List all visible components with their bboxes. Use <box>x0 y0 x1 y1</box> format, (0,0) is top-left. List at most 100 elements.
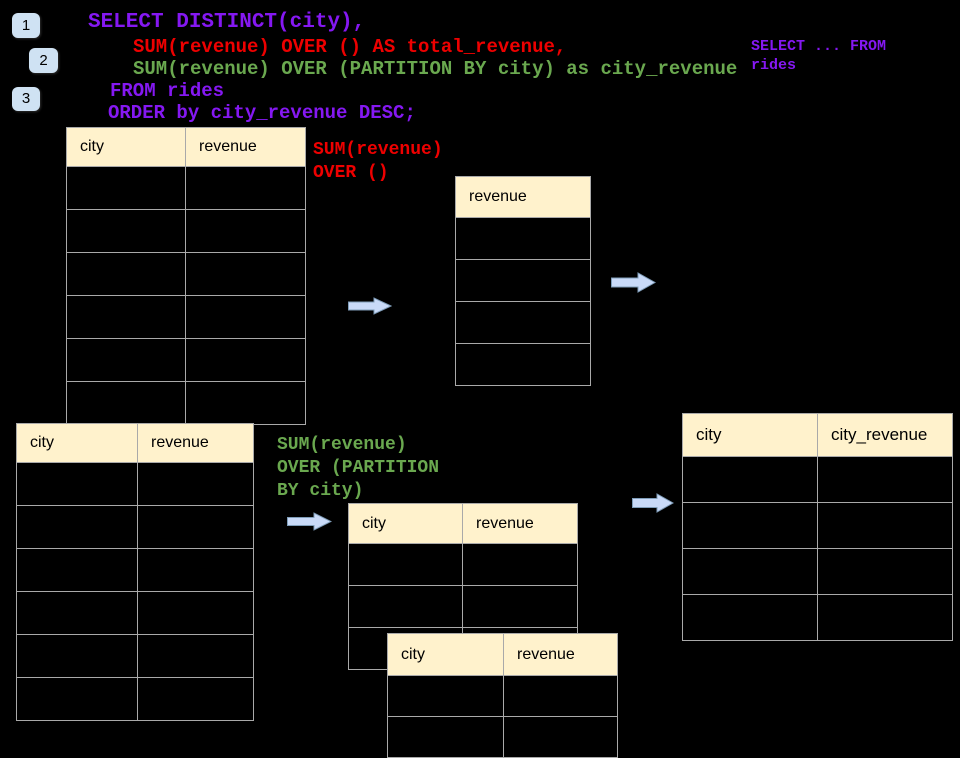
table-cell <box>185 381 306 425</box>
table-cell <box>66 295 186 339</box>
label-sum-over-partition: SUM(revenue) OVER (PARTITION BY city) <box>277 435 440 501</box>
label-sum-over-total: SUM(revenue) OVER () <box>313 140 443 183</box>
sql-line-city-revenue: SUM(revenue) OVER (PARTITION BY city) as… <box>133 58 738 80</box>
table-cell <box>16 505 138 549</box>
table-row <box>66 338 306 382</box>
sql-line-total-revenue: SUM(revenue) OVER () AS total_revenue, <box>133 36 567 58</box>
table-cell <box>682 456 818 503</box>
column-header-revenue: revenue <box>137 423 254 463</box>
table-row <box>66 381 306 425</box>
table-cell <box>185 295 306 339</box>
table-cell <box>455 217 591 260</box>
table-row <box>66 209 306 253</box>
column-header-city: city <box>66 127 186 167</box>
table-cell <box>185 252 306 296</box>
column-header-revenue: revenue <box>503 633 618 676</box>
arrow-right-icon <box>611 272 656 293</box>
table-cell <box>503 716 618 758</box>
table-cell <box>66 381 186 425</box>
arrow-right-icon <box>348 297 392 315</box>
slide-canvas: { "slide": { "badges": [ {"label": "1"},… <box>12 11 953 758</box>
sql-line-from: FROM rides <box>110 80 225 102</box>
table-row <box>455 343 591 386</box>
table-cell <box>682 594 818 641</box>
table-row <box>66 295 306 339</box>
column-header-city_revenue: city_revenue <box>817 413 953 457</box>
arrow-right-icon <box>632 493 674 513</box>
table-cell <box>185 209 306 253</box>
table-cell <box>16 548 138 592</box>
table-cell <box>137 548 254 592</box>
table-cell <box>66 166 186 210</box>
header-row: revenue <box>455 176 591 218</box>
table-total-revenue-result: revenue <box>455 176 591 386</box>
table-cell <box>455 343 591 386</box>
column-header-city: city <box>682 413 818 457</box>
arrow-right-icon <box>287 512 332 531</box>
table-row <box>348 543 578 586</box>
step-badge-2: 2 <box>29 48 58 73</box>
sql-line-order-by: ORDER by city_revenue DESC; <box>108 102 416 124</box>
table-row <box>455 217 591 260</box>
table-row <box>16 505 254 549</box>
table-row <box>66 166 306 210</box>
table-cell <box>137 591 254 635</box>
table-row <box>682 594 953 641</box>
table-cell <box>387 716 504 758</box>
table-row <box>455 259 591 302</box>
table-row <box>682 456 953 503</box>
step-badge-1: 1 <box>12 13 40 38</box>
table-row <box>387 675 618 717</box>
table-row <box>682 548 953 595</box>
table-cell <box>387 675 504 717</box>
step-badge-3: 3 <box>12 87 40 111</box>
table-cell <box>137 634 254 678</box>
column-header-revenue: revenue <box>185 127 306 167</box>
table-cell <box>66 209 186 253</box>
table-row <box>16 677 254 721</box>
column-header-revenue: revenue <box>455 176 591 218</box>
table-cell <box>455 301 591 344</box>
table-cell <box>817 548 953 595</box>
column-header-city: city <box>16 423 138 463</box>
table-row <box>16 634 254 678</box>
table-cell <box>16 591 138 635</box>
sql-line-select: SELECT DISTINCT(city), <box>88 11 366 34</box>
table-row <box>66 252 306 296</box>
table-cell <box>462 543 578 586</box>
table-cell <box>682 502 818 549</box>
table-cell <box>16 677 138 721</box>
table-cell <box>185 166 306 210</box>
table-cell <box>137 462 254 506</box>
table-row <box>348 585 578 628</box>
table-row <box>16 462 254 506</box>
table-row <box>387 716 618 758</box>
table-cell <box>185 338 306 382</box>
table-cell <box>348 543 463 586</box>
table-cell <box>503 675 618 717</box>
table-cell <box>16 462 138 506</box>
table-cell <box>462 585 578 628</box>
table-cell <box>66 338 186 382</box>
table-row <box>455 301 591 344</box>
side-note-select-from-rides: SELECT ... FROM rides <box>751 38 887 74</box>
table-cell <box>348 585 463 628</box>
table-cell <box>16 634 138 678</box>
table-cell <box>817 502 953 549</box>
column-header-city: city <box>348 503 463 544</box>
table-cell <box>137 505 254 549</box>
column-header-city: city <box>387 633 504 676</box>
table-cell <box>137 677 254 721</box>
table-cell <box>66 252 186 296</box>
table-row <box>16 591 254 635</box>
table-cell <box>817 456 953 503</box>
